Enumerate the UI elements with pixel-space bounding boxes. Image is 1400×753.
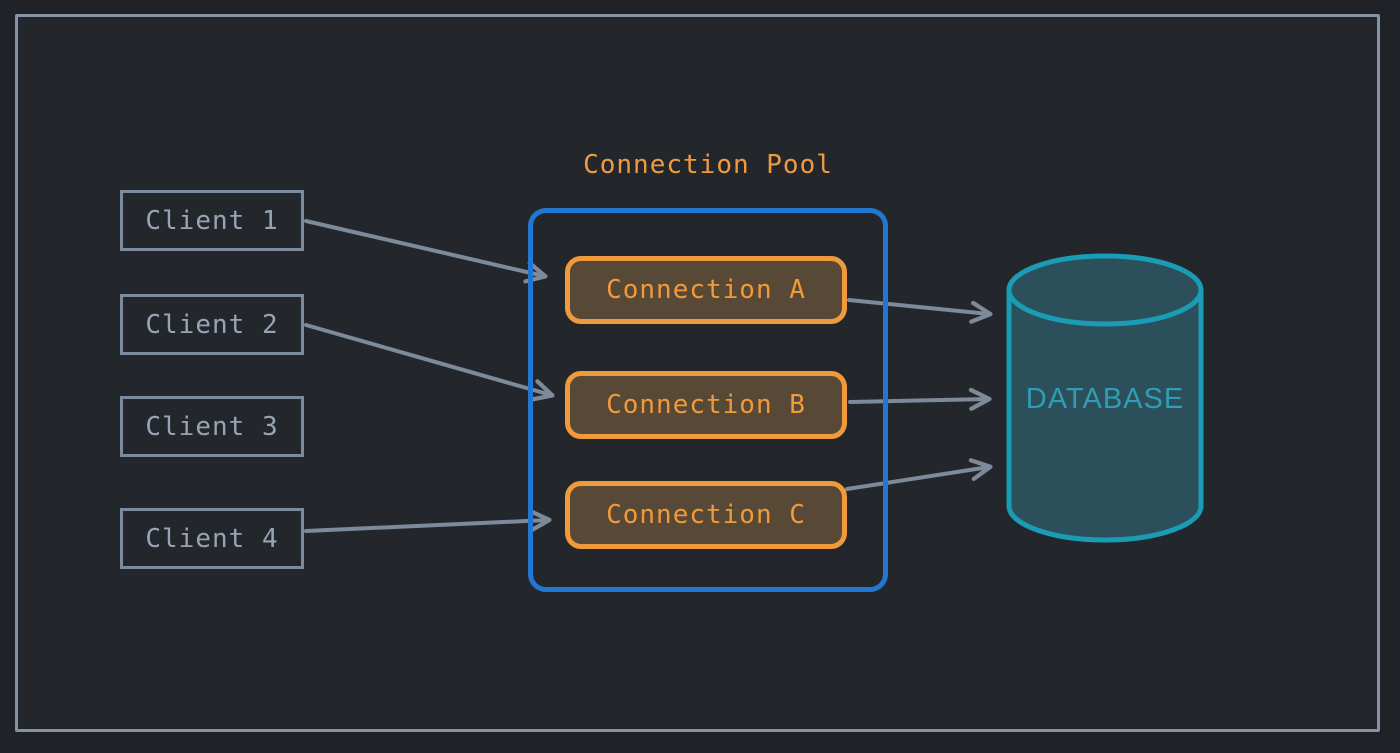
connection-a-box: Connection A [565, 256, 847, 324]
client-1-label: Client 1 [145, 205, 279, 236]
connection-c-label: Connection C [606, 500, 806, 530]
client-2-label: Client 2 [145, 309, 279, 340]
client-2-box: Client 2 [120, 294, 304, 355]
client-3-box: Client 3 [120, 396, 304, 457]
connection-b-box: Connection B [565, 371, 847, 439]
database-label: DATABASE [1025, 383, 1185, 415]
client-4-label: Client 4 [145, 523, 279, 554]
connection-a-label: Connection A [606, 275, 806, 305]
connection-pool-title: Connection Pool [583, 150, 833, 180]
client-4-box: Client 4 [120, 508, 304, 569]
connection-c-box: Connection C [565, 481, 847, 549]
connection-pool-box [528, 208, 888, 592]
client-3-label: Client 3 [145, 411, 279, 442]
connection-b-label: Connection B [606, 390, 806, 420]
client-1-box: Client 1 [120, 190, 304, 251]
